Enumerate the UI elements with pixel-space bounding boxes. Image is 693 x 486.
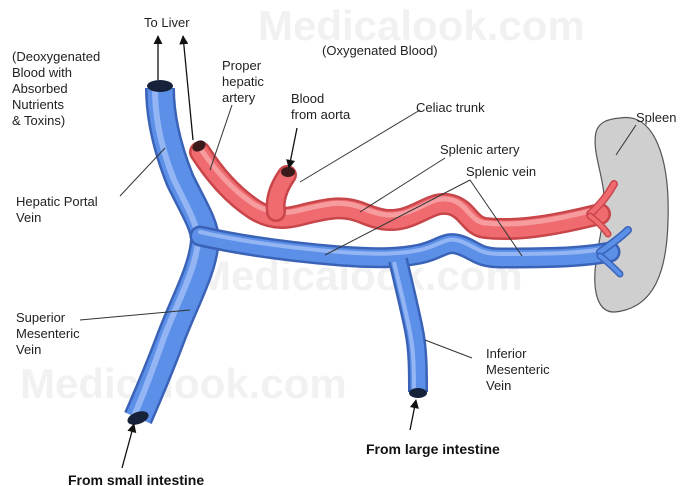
leader-proper-hepatic <box>210 105 232 170</box>
label-hepatic-portal-2: Vein <box>16 210 41 225</box>
artery-group <box>190 138 614 234</box>
hepatic-portal-vein-opening <box>147 80 173 92</box>
label-blood-from-aorta-1: Blood <box>291 91 324 106</box>
label-superior-mesenteric-2: Mesenteric <box>16 326 80 341</box>
label-superior-mesenteric-1: Superior <box>16 310 66 325</box>
label-proper-hepatic-1: Proper <box>222 58 262 73</box>
label-oxygenated-blood: (Oxygenated Blood) <box>322 43 438 58</box>
label-celiac-trunk: Celiac trunk <box>416 100 485 115</box>
label-deoxygenated-2: Blood with <box>12 65 72 80</box>
label-splenic-artery: Splenic artery <box>440 142 520 157</box>
label-to-liver: To Liver <box>144 15 190 30</box>
label-superior-mesenteric-3: Vein <box>16 342 41 357</box>
label-inferior-mesenteric-1: Inferior <box>486 346 527 361</box>
label-inferior-mesenteric-3: Vein <box>486 378 511 393</box>
label-deoxygenated-4: Nutrients <box>12 97 65 112</box>
watermark-bottom: Medicalook.com <box>20 360 347 407</box>
arrow-blood-from-aorta <box>289 128 297 168</box>
arrow-to-liver-artery <box>183 36 193 140</box>
watermark-top: Medicalook.com <box>258 2 585 49</box>
label-hepatic-portal-1: Hepatic Portal <box>16 194 98 209</box>
inferior-mesenteric-vein-opening <box>409 388 427 398</box>
label-deoxygenated-3: Absorbed <box>12 81 68 96</box>
label-deoxygenated-5: & Toxins) <box>12 113 65 128</box>
label-splenic-vein: Splenic vein <box>466 164 536 179</box>
label-spleen: Spleen <box>636 110 676 125</box>
label-proper-hepatic-2: hepatic <box>222 74 264 89</box>
label-from-small-intestine: From small intestine <box>68 472 204 486</box>
label-inferior-mesenteric-2: Mesenteric <box>486 362 550 377</box>
label-blood-from-aorta-2: from aorta <box>291 107 351 122</box>
label-deoxygenated-1: (Deoxygenated <box>12 49 100 64</box>
celiac-trunk-opening <box>281 167 295 177</box>
label-proper-hepatic-3: artery <box>222 90 256 105</box>
arrow-from-large-intestine <box>410 400 416 430</box>
leader-hepatic-portal <box>120 148 165 196</box>
label-from-large-intestine: From large intestine <box>366 441 500 457</box>
leader-inferior-mesenteric <box>425 340 472 358</box>
arrow-from-small-intestine <box>122 424 134 468</box>
